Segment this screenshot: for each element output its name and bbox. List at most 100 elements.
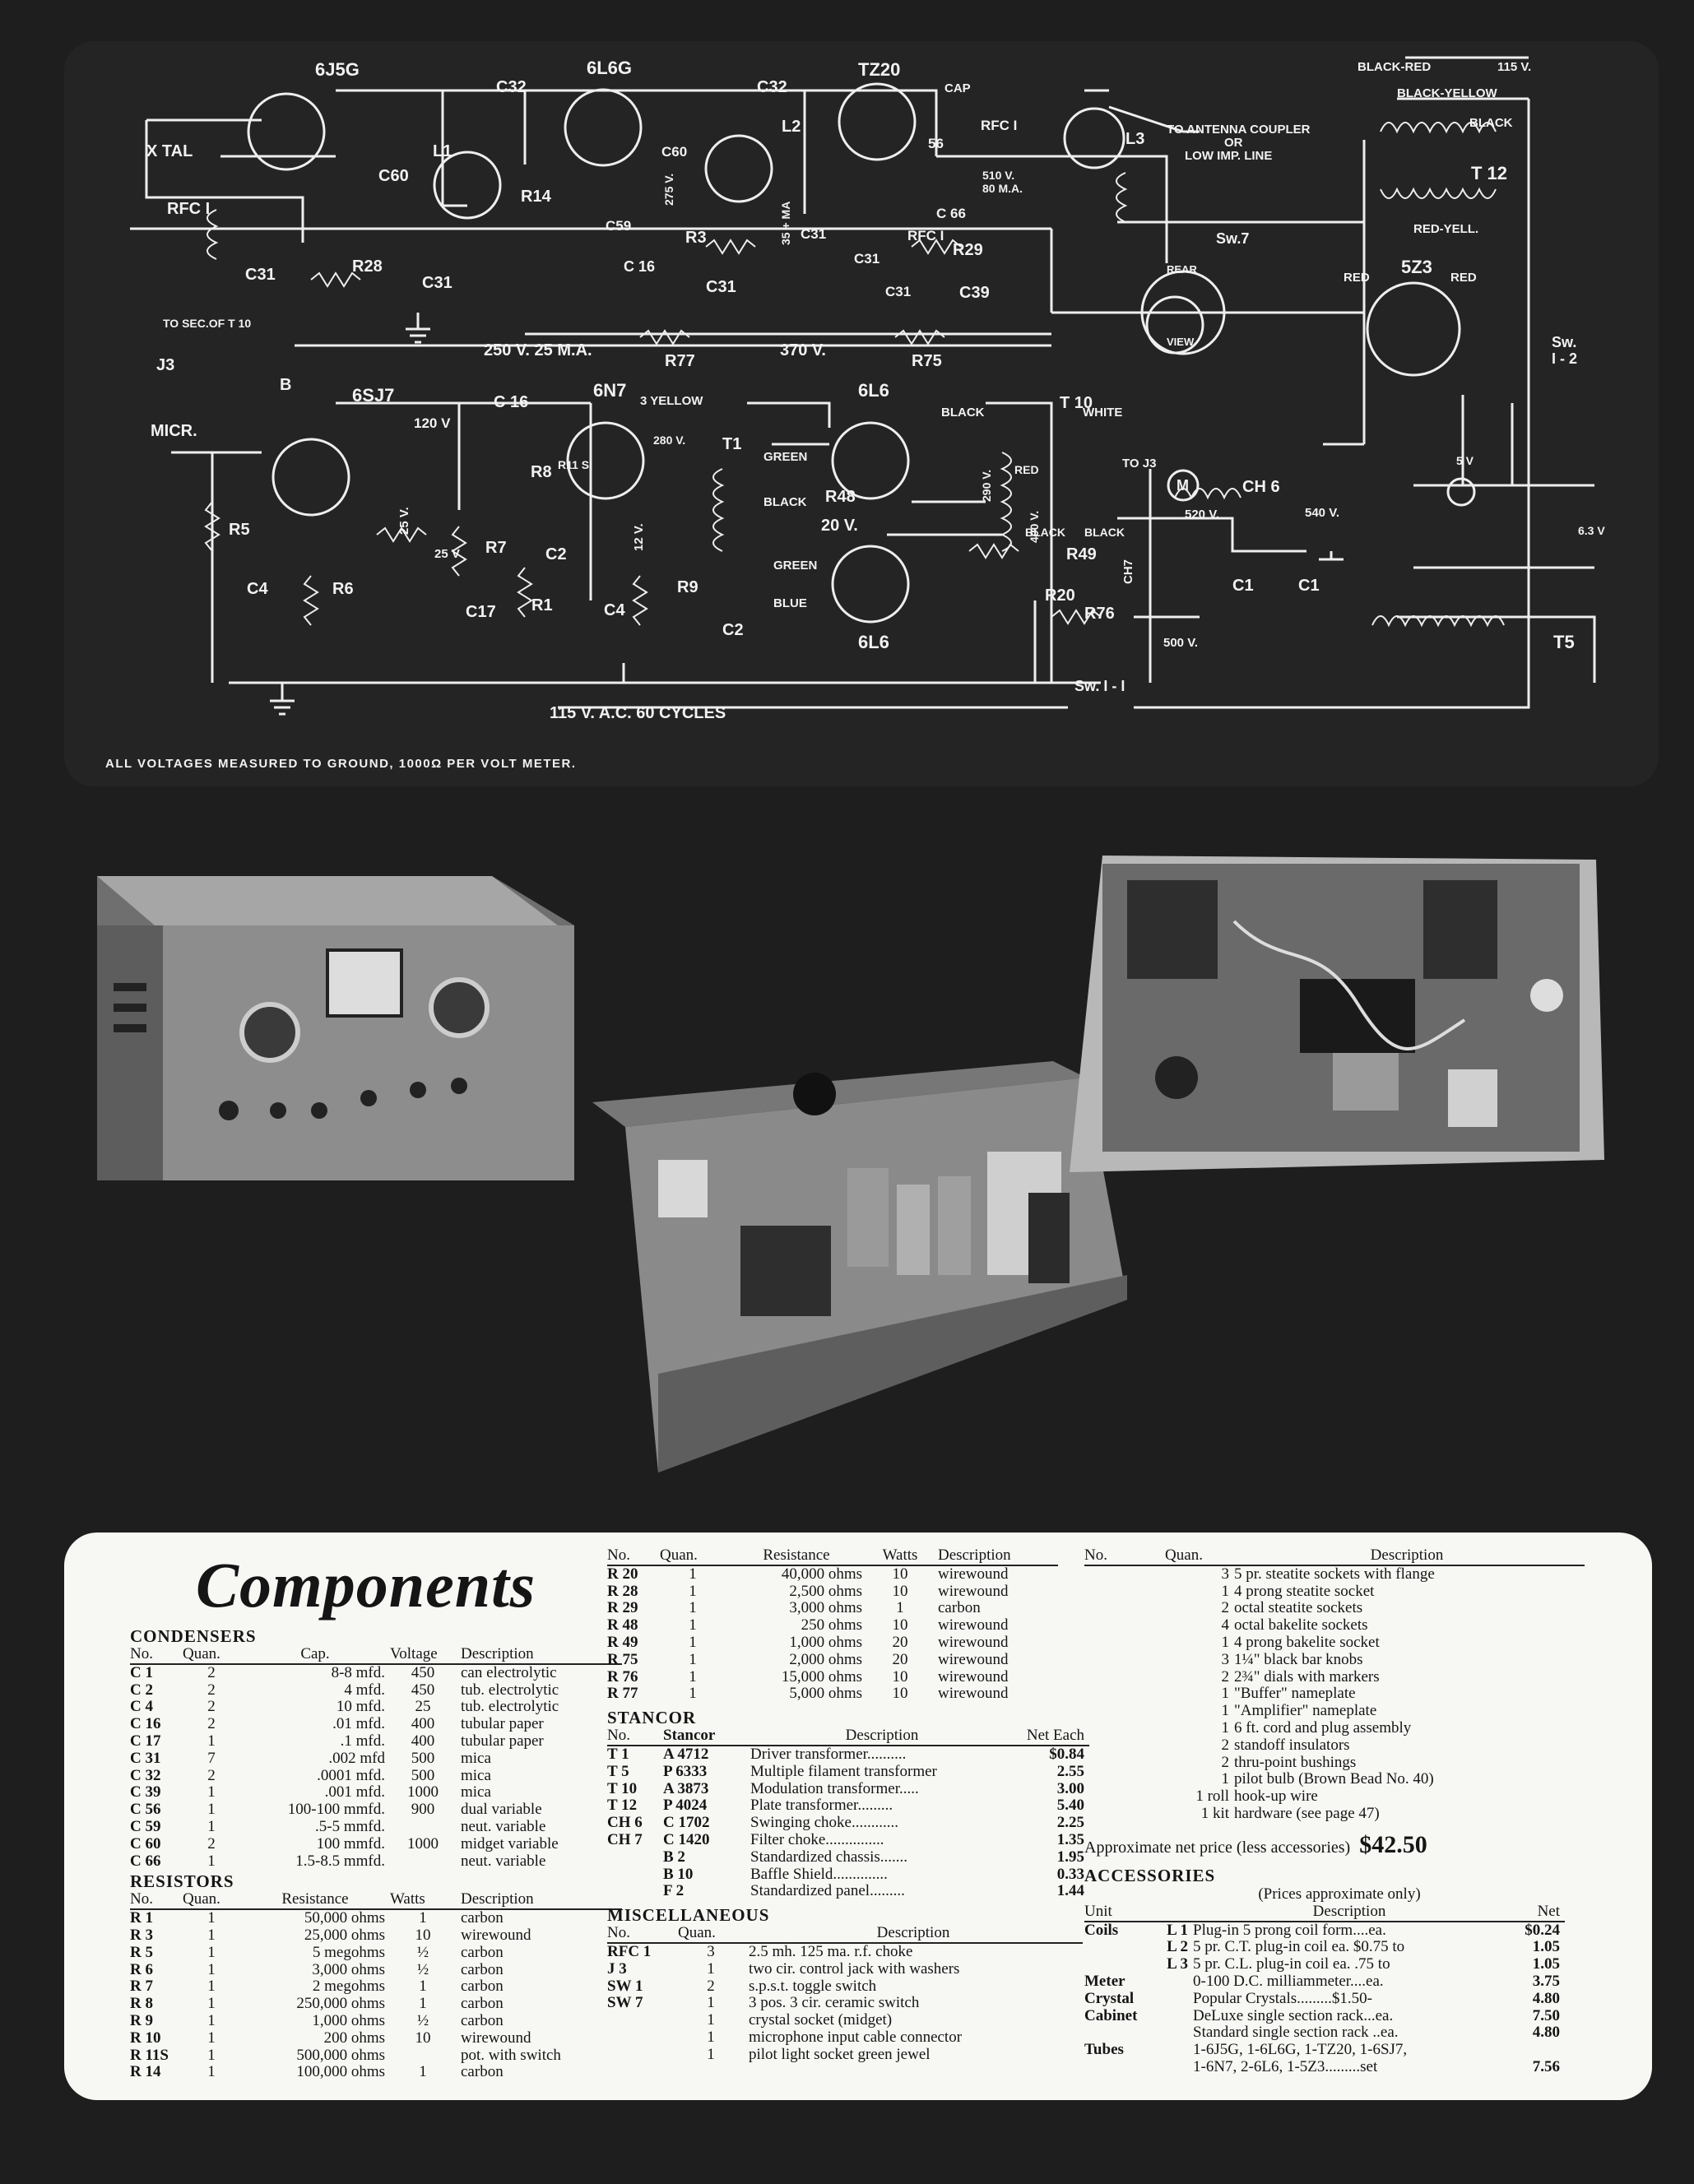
table-cell xyxy=(1155,2024,1193,2042)
table-cell: R 9 xyxy=(130,2011,153,2029)
stancor-heading: STANCOR xyxy=(607,1708,697,1728)
red-yell-label: RED-YELL. xyxy=(1413,222,1478,236)
table-cell: 5.40 xyxy=(1056,1797,1084,1815)
table-cell: 1 xyxy=(707,2028,715,2046)
j3-label: J3 xyxy=(156,356,174,374)
antenna-label-1: TO ANTENNA COUPLER xyxy=(1167,123,1311,137)
components-title: Components xyxy=(196,1549,536,1621)
table-cell: 40,000 ohms xyxy=(781,1565,862,1583)
table-cell: 2 xyxy=(1221,1667,1230,1686)
table-cell: 4.80 xyxy=(1532,2024,1560,2042)
table-cell: 2.25 xyxy=(1056,1814,1084,1832)
c2-label-a: C2 xyxy=(545,545,567,563)
table-cell: 1 roll xyxy=(1195,1788,1229,1806)
table-cell: 3.00 xyxy=(1056,1779,1084,1797)
table-cell: carbon xyxy=(938,1599,981,1617)
table-cell: 2 xyxy=(707,1977,715,1995)
table-row: 1"Buffer" nameplate xyxy=(1084,1686,1585,1703)
table-cell xyxy=(1084,1755,1139,1772)
v63-label: 6.3 V xyxy=(1578,524,1605,537)
table-cell: ½ xyxy=(416,2011,429,2029)
table-cell: Tubes xyxy=(1084,2041,1124,2059)
v115-label: 115 V. xyxy=(1497,60,1531,74)
table-cell: R 77 xyxy=(607,1685,638,1703)
table-cell: C 4 xyxy=(130,1698,153,1716)
table-cell: C 31 xyxy=(130,1749,161,1767)
table-cell: pilot light socket green jewel xyxy=(749,2045,931,2063)
table-cell xyxy=(1084,1956,1155,1973)
rfc-spec-label: 510 V. xyxy=(982,169,1014,182)
table-cell: C 39 xyxy=(130,1783,161,1801)
table-cell: C 2 xyxy=(130,1681,153,1699)
v520-label: 520 V. xyxy=(1185,508,1219,522)
r7-label: R7 xyxy=(485,539,507,557)
table-cell: Filter choke............... xyxy=(750,1830,884,1848)
c60-label-a: C60 xyxy=(378,167,409,185)
table-cell: 2 xyxy=(1221,1599,1230,1617)
col-header: Unit xyxy=(1084,1902,1112,1920)
table-cell: 450 xyxy=(411,1663,435,1681)
table-cell xyxy=(1155,1973,1193,1991)
table-cell: P 6333 xyxy=(663,1762,708,1780)
table-cell: C 1 xyxy=(130,1663,153,1681)
table-cell: carbon xyxy=(461,1909,504,1927)
table-cell: R 5 xyxy=(130,1943,153,1961)
accessories-heading: ACCESSORIES xyxy=(1084,1865,1216,1885)
table-cell xyxy=(1511,2042,1565,2059)
accessories-subheading: (Prices approximate only) xyxy=(1258,1885,1421,1903)
resistors-table-2: No. Quan. Resistance Watts Description R… xyxy=(607,1546,1058,1703)
rfc1-label-c: RFC I xyxy=(907,228,944,243)
table-cell: 1 xyxy=(707,1994,715,2012)
col-header: No. xyxy=(607,1924,630,1942)
rear-label: REAR xyxy=(1167,263,1197,276)
table-cell: 1 xyxy=(419,1909,427,1927)
l1-label: L1 xyxy=(433,142,452,160)
c32-label-a: C32 xyxy=(496,78,527,96)
table-cell: CH 6 xyxy=(607,1814,643,1832)
table-cell: SW 7 xyxy=(607,1994,643,2012)
table-cell: 1.05 xyxy=(1532,1955,1560,1973)
table-cell: 1 xyxy=(207,1783,216,1801)
table-cell: 15,000 ohms xyxy=(781,1667,862,1686)
table-cell: tub. electrolytic xyxy=(461,1698,559,1716)
table-cell: 5 pr. C.T. plug-in coil ea. $0.75 to xyxy=(1193,1938,1405,1956)
table-cell: R 29 xyxy=(607,1599,638,1617)
table-cell: 1.95 xyxy=(1056,1848,1084,1866)
table-cell: 1 xyxy=(207,1909,216,1927)
table-cell: R 3 xyxy=(130,1926,153,1944)
black-yellow-label: BLACK-YELLOW xyxy=(1397,86,1497,100)
table-cell: R 11S xyxy=(130,2046,169,2064)
v400-label: 400 V. xyxy=(1028,511,1041,543)
resistors-heading: RESISTORS xyxy=(130,1871,234,1892)
to-j3-label: TO J3 xyxy=(1122,457,1156,471)
table-cell: carbon xyxy=(461,1960,504,1978)
c31-label-c: C31 xyxy=(706,278,736,296)
table-cell: 2.5 mh. 125 ma. r.f. choke xyxy=(749,1942,913,1960)
table-cell: Driver transformer.......... xyxy=(750,1745,907,1763)
table-cell: R 7 xyxy=(130,1978,153,1996)
table-cell: R 14 xyxy=(130,2063,161,2081)
table-cell: Cabinet xyxy=(1084,2006,1138,2024)
components-column-2: No. Quan. Resistance Watts Description R… xyxy=(607,1546,1125,2064)
table-cell xyxy=(1084,1686,1139,1703)
v275-label: 275 V. xyxy=(662,174,675,206)
table-cell: wirewound xyxy=(938,1667,1009,1686)
table-cell: .0001 mfd. xyxy=(317,1766,385,1784)
